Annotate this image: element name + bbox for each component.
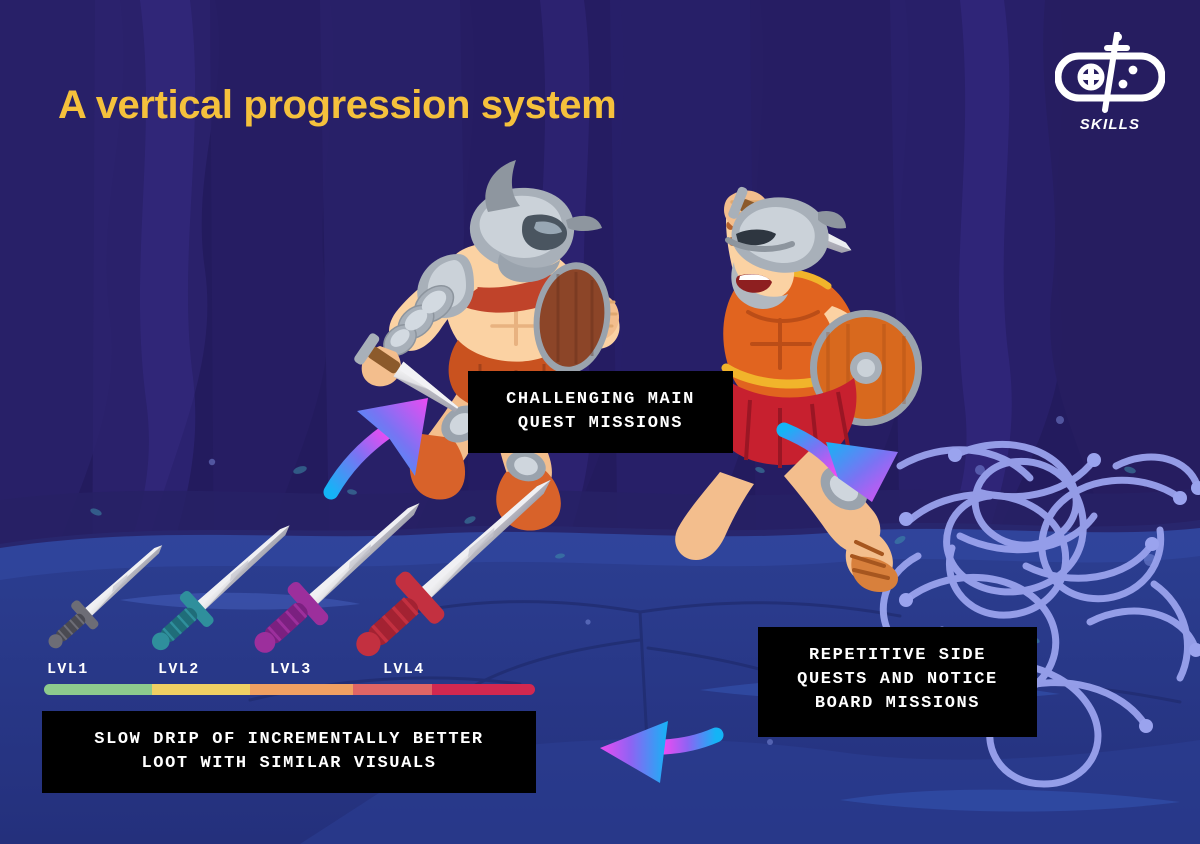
brand-logo[interactable]: SKILLS: [1054, 31, 1166, 137]
callout-slow-drip-loot: SLOW DRIP OF INCREMENTALLY BETTER LOOT W…: [42, 711, 536, 793]
callout-line: SLOW DRIP OF INCREMENTALLY BETTER: [94, 730, 484, 749]
progress-segment-1: [44, 684, 153, 695]
progress-segment-3: [250, 684, 354, 695]
logo-wordmark: SKILLS: [1079, 116, 1141, 133]
callout-line: QUESTS AND NOTICE: [797, 670, 998, 690]
callout-challenging-main-quest: CHALLENGING MAIN QUEST MISSIONS: [468, 371, 733, 453]
level-label-3: LVL3: [270, 661, 312, 678]
callout-line: CHALLENGING MAIN: [506, 390, 695, 409]
level-label-1: LVL1: [47, 661, 89, 678]
progress-segment-2: [152, 684, 251, 695]
callout-line: REPETITIVE SIDE: [808, 646, 987, 665]
progress-segment-4: [353, 684, 432, 695]
callout-repetitive-side-quests: REPETITIVE SIDE QUESTS AND NOTICE BOARD …: [758, 627, 1037, 737]
callout-line: QUEST MISSIONS: [517, 414, 684, 434]
level-label-4: LVL4: [383, 661, 425, 678]
level-label-2: LVL2: [158, 661, 200, 678]
progress-segment-5: [431, 684, 535, 695]
page-title: A vertical progression system: [58, 82, 617, 127]
loot-progression-bar: [44, 684, 535, 695]
gamepad-with-sword-icon: [1054, 31, 1166, 113]
callout-line: LOOT WITH SIMILAR VISUALS: [141, 754, 437, 774]
callout-line: BOARD MISSIONS: [814, 694, 981, 714]
